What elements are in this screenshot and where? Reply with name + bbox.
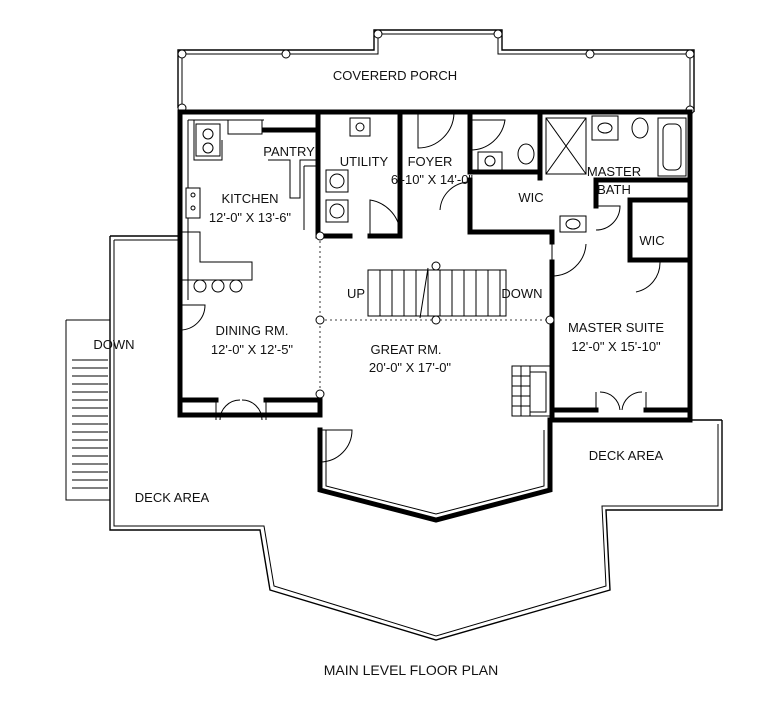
master-suite-size: 12'-0" X 15'-10"	[571, 339, 661, 354]
master-suite-label: MASTER SUITE	[568, 320, 664, 335]
stair-up-label: UP	[347, 286, 365, 301]
door-swings	[179, 111, 661, 463]
dining-label: DINING RM.	[216, 323, 289, 338]
pantry-label: PANTRY	[263, 144, 315, 159]
master-bath-label-line1: MASTER	[587, 164, 641, 179]
foyer-size: 6'-10" X 14'-0"	[391, 172, 474, 187]
main-stair	[315, 231, 555, 399]
kitchen-fixtures	[180, 119, 264, 300]
deck-area	[65, 235, 723, 641]
deck-stair-down-label: DOWN	[93, 337, 134, 352]
bath-fixtures	[477, 115, 687, 233]
plan-title: MAIN LEVEL FLOOR PLAN	[324, 662, 499, 678]
utility-label: UTILITY	[340, 154, 389, 169]
deck-area-left-label: DECK AREA	[135, 490, 210, 505]
dining-size: 12'-0" X 12'-5"	[211, 342, 294, 357]
interior-walls	[177, 109, 693, 423]
wic-hall-label: WIC	[518, 190, 543, 205]
covered-porch-label: COVERERD PORCH	[333, 68, 457, 83]
kitchen-size: 12'-0" X 13'-6"	[209, 210, 292, 225]
master-bath-label-line2: BATH	[597, 182, 631, 197]
kitchen-label: KITCHEN	[221, 191, 278, 206]
pantry-utility-fixtures	[268, 117, 371, 230]
great-room-label: GREAT RM.	[370, 342, 441, 357]
foyer-label: FOYER	[408, 154, 453, 169]
deck-area-right-label: DECK AREA	[589, 448, 664, 463]
fireplace	[511, 365, 551, 417]
stair-down-label: DOWN	[501, 286, 542, 301]
great-room-size: 20'-0" X 17'-0"	[369, 360, 452, 375]
wic-suite-label: WIC	[639, 233, 664, 248]
